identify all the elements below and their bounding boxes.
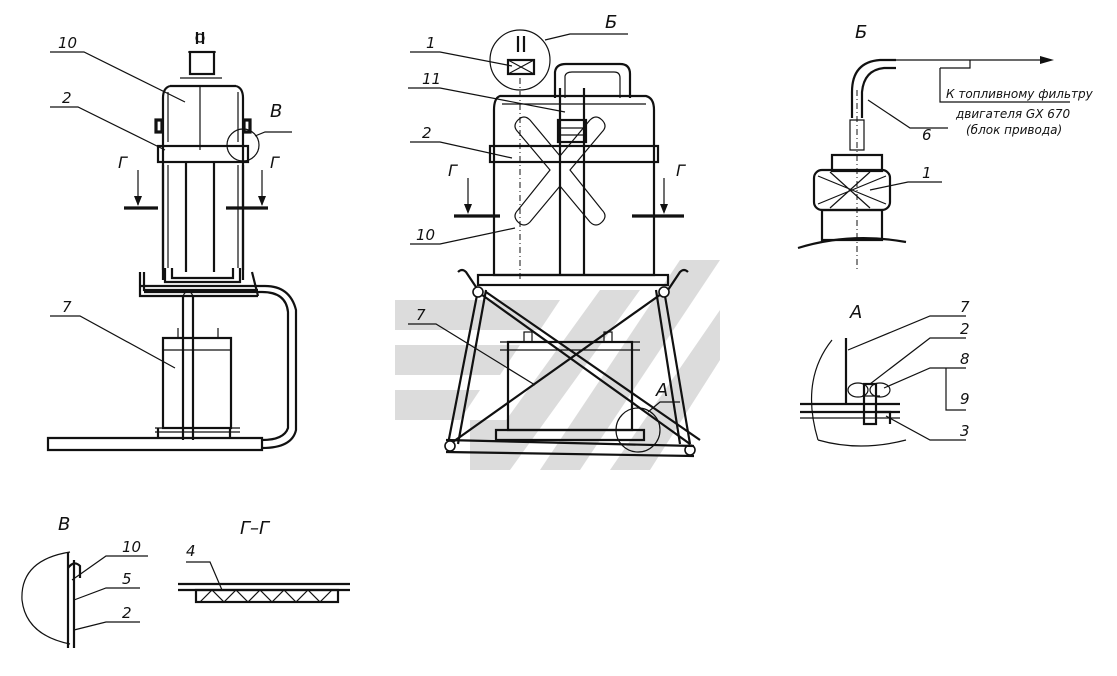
view-label-b-right: Б (855, 22, 867, 43)
callout-9-right: 9 (960, 390, 970, 408)
callout-5-bottom: 5 (122, 570, 132, 588)
callout-11-middle: 11 (422, 70, 441, 88)
callout-8-right: 8 (960, 350, 970, 368)
detail-v-view (21, 551, 148, 648)
left-front-view (46, 32, 298, 452)
callout-7-left: 7 (62, 298, 72, 316)
callout-2-bottom: 2 (122, 604, 132, 622)
callout-1-middle: 1 (426, 34, 436, 52)
callout-4-bottom: 4 (186, 542, 196, 560)
section-gg-view (178, 561, 350, 604)
fuel-note-line-1: К топливному фильтру (946, 87, 1094, 101)
callout-3-right: 3 (960, 422, 970, 440)
callout-2-right: 2 (960, 320, 970, 338)
view-label-a-middle: А (655, 380, 668, 401)
fuel-note-line-3: (блок привода) (966, 123, 1062, 137)
detail-b-view (797, 56, 1070, 270)
callout-10-bottom: 10 (122, 538, 141, 556)
callout-6-right: 6 (922, 126, 932, 144)
view-label-a-right: А (849, 302, 862, 323)
section-label-g-left-2: Г (270, 153, 280, 172)
callout-1-right: 1 (922, 164, 932, 182)
watermark-logo (395, 260, 720, 470)
fuel-note-line-2: двигателя GX 670 (955, 107, 1071, 121)
callout-2-middle: 2 (422, 124, 432, 142)
callout-10-left: 10 (58, 34, 77, 52)
view-label-v-left: В (270, 101, 282, 122)
callout-7-middle: 7 (416, 306, 426, 324)
callout-10-middle: 10 (416, 226, 435, 244)
section-label-g-middle-2: Г (676, 161, 686, 180)
callout-7-right: 7 (960, 298, 970, 316)
view-label-v-bottom: В (58, 514, 70, 535)
section-label-g-middle-1: Г (448, 161, 458, 180)
middle-side-view (408, 29, 701, 458)
section-label-gg: Г–Г (240, 518, 271, 539)
section-label-g-left-1: Г (118, 153, 128, 172)
detail-a-view (800, 315, 966, 447)
view-label-b-middle: Б (605, 12, 617, 33)
callout-2-left: 2 (62, 89, 72, 107)
